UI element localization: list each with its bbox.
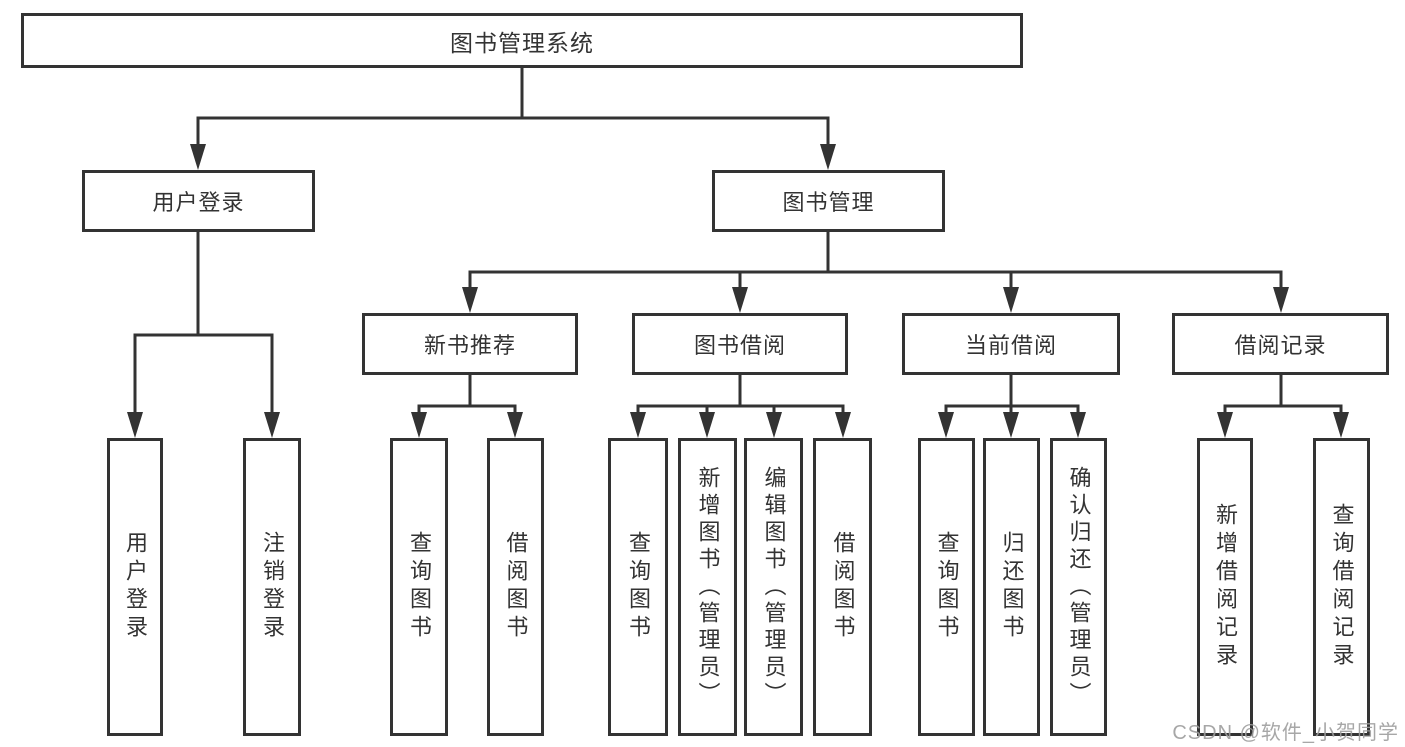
leaf-confirm-return-admin-label: 确认归还（管理员） [1066, 465, 1092, 709]
arrow-down-icon [732, 287, 748, 313]
arrow-down-icon [699, 412, 715, 438]
leaf-confirm-return-admin: 确认归还（管理员） [1050, 438, 1107, 736]
node-book-borrow: 图书借阅 [632, 313, 848, 375]
arrow-down-icon [507, 412, 523, 438]
arrow-down-icon [462, 287, 478, 313]
node-user-login: 用户登录 [82, 170, 315, 232]
arrow-down-icon [264, 412, 280, 438]
arrow-down-icon [630, 412, 646, 438]
node-new-book-recommend: 新书推荐 [362, 313, 578, 375]
leaf-user-login: 用户登录 [107, 438, 163, 736]
node-user-login-label: 用户登录 [152, 190, 245, 215]
arrow-down-icon [835, 412, 851, 438]
node-book-borrow-label: 图书借阅 [693, 333, 786, 358]
leaf-borrow-books-recommend: 借阅图书 [487, 438, 544, 736]
leaf-add-borrow-record-label: 新增借阅记录 [1213, 503, 1238, 671]
leaf-add-borrow-record: 新增借阅记录 [1197, 438, 1253, 736]
arrow-down-icon [1217, 412, 1233, 438]
leaf-return-books: 归还图书 [983, 438, 1040, 736]
connector-borrow-record-branch [1223, 375, 1343, 420]
leaf-query-books-current-label: 查询图书 [934, 531, 960, 643]
arrowhead-icons [127, 144, 1349, 438]
node-current-borrow-label: 当前借阅 [964, 333, 1057, 358]
leaf-borrow-books-label: 借阅图书 [830, 531, 856, 643]
arrow-down-icon [938, 412, 954, 438]
connector-book-borrow-branch [636, 375, 845, 420]
node-new-book-recommend-label: 新书推荐 [423, 333, 516, 358]
leaf-query-books-recommend-label: 查询图书 [407, 531, 432, 643]
leaf-logout-label: 注销登录 [260, 531, 285, 643]
leaf-query-borrow-record: 查询借阅记录 [1313, 438, 1370, 736]
leaf-query-books-borrow-label: 查询图书 [626, 531, 651, 643]
leaf-edit-books-admin: 编辑图书（管理员） [744, 438, 803, 736]
arrow-down-icon [127, 412, 143, 438]
node-borrow-records: 借阅记录 [1172, 313, 1389, 375]
leaf-logout: 注销登录 [243, 438, 301, 736]
csdn-watermark: CSDN @软件_小贺同学 [1172, 722, 1399, 744]
node-book-management: 图书管理 [712, 170, 945, 232]
arrow-down-icon [190, 144, 206, 170]
node-current-borrow: 当前借阅 [902, 313, 1120, 375]
leaf-add-books-admin: 新增图书（管理员） [678, 438, 737, 736]
arrow-down-icon [1003, 412, 1019, 438]
arrow-down-icon [766, 412, 782, 438]
leaf-edit-books-admin-label: 编辑图书（管理员） [761, 465, 787, 709]
leaf-query-books-current: 查询图书 [918, 438, 975, 736]
leaf-return-books-label: 归还图书 [999, 531, 1025, 643]
leaf-add-books-admin-label: 新增图书（管理员） [695, 465, 721, 709]
node-library-system: 图书管理系统 [21, 13, 1023, 68]
arrow-down-icon [820, 144, 836, 170]
leaf-query-borrow-record-label: 查询借阅记录 [1329, 503, 1355, 671]
leaf-borrow-books: 借阅图书 [813, 438, 872, 736]
connector-book-management-branch [468, 232, 1283, 292]
leaf-borrow-books-recommend-label: 借阅图书 [503, 531, 529, 643]
connector-user-login-branch [133, 232, 274, 418]
arrow-down-icon [1333, 412, 1349, 438]
arrow-down-icon [1003, 287, 1019, 313]
node-library-system-label: 图书管理系统 [450, 29, 594, 56]
leaf-user-login-label: 用户登录 [123, 531, 148, 643]
arrow-down-icon [1273, 287, 1289, 313]
leaf-query-books-borrow: 查询图书 [608, 438, 668, 736]
node-book-management-label: 图书管理 [782, 190, 875, 215]
node-borrow-records-label: 借阅记录 [1234, 333, 1327, 358]
connector-root-to-level2 [196, 68, 830, 150]
arrow-down-icon [1070, 412, 1086, 438]
leaf-query-books-recommend: 查询图书 [390, 438, 448, 736]
connector-new-book-branch [417, 375, 517, 420]
arrow-down-icon [411, 412, 427, 438]
